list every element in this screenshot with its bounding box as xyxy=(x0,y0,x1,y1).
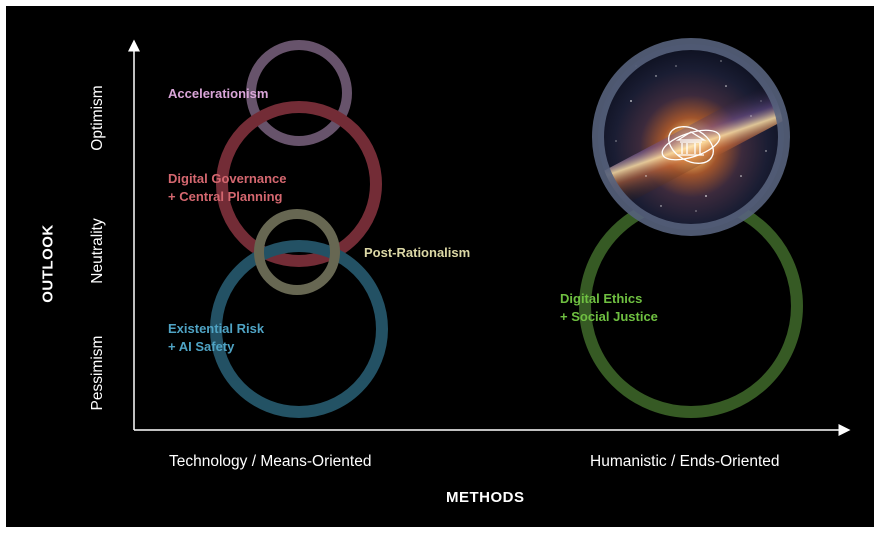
galaxy-image xyxy=(592,38,790,236)
diagram-graphics xyxy=(128,38,851,436)
existential-risk-ring xyxy=(210,240,388,418)
accelerationism-label: Accelerationism xyxy=(168,86,269,101)
existential-risk-label: Existential Risk + AI Safety xyxy=(168,321,265,354)
digital-governance-label: Digital Governance + Central Planning xyxy=(168,171,287,204)
y-tick-optimism: Optimism xyxy=(89,85,106,151)
digital-governance-ring xyxy=(216,101,382,267)
accelerationism-ring xyxy=(246,40,352,146)
y-tick-pessimism: Pessimism xyxy=(89,335,106,411)
diagram-canvas: Accelerationism Digital Governance + Cen… xyxy=(6,6,874,527)
digital-ethics-label: Digital Ethics + Social Justice xyxy=(560,291,658,324)
institution-orbit-icon xyxy=(661,126,721,164)
x-tick-technology: Technology / Means-Oriented xyxy=(169,453,372,470)
x-tick-humanistic: Humanistic / Ends-Oriented xyxy=(590,453,780,470)
post-rationalism-ring xyxy=(254,209,340,295)
y-axis-title: OUTLOOK xyxy=(39,224,57,303)
y-tick-neutrality: Neutrality xyxy=(89,218,106,284)
x-axis-title: METHODS xyxy=(446,489,525,506)
post-rationalism-label: Post-Rationalism xyxy=(364,245,471,260)
